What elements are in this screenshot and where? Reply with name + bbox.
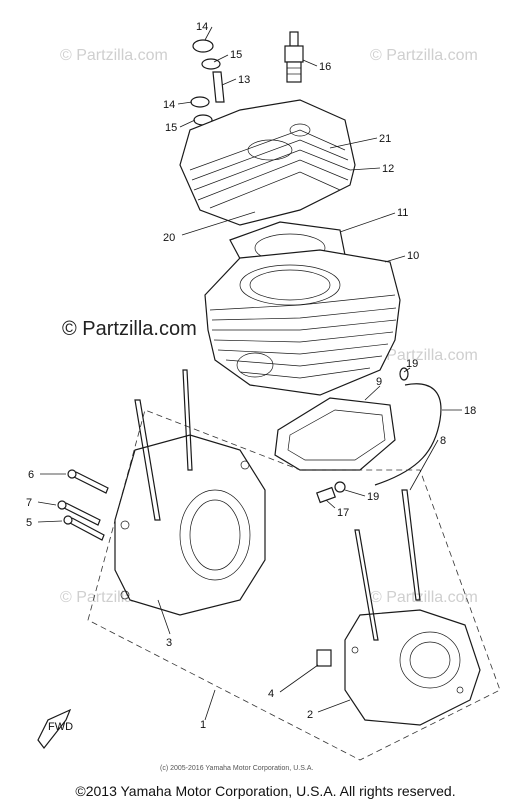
callout-6: 6 [28,469,34,481]
forward-arrow-icon: FWD [37,708,73,749]
callout-12: 12 [382,163,394,175]
callout-14: 14 [163,99,175,111]
callout-10: 10 [407,250,419,262]
nut-washer-upper-part [192,39,225,103]
fitting-part [316,481,346,504]
image-copyright: (c) 2005-2016 Yamaha Motor Corporation, … [160,765,313,772]
watermark-faint: © Partzilla.com [370,347,478,364]
callout-15: 15 [230,49,242,61]
cylinder-part [204,249,401,396]
watermark-faint: © Partzilla.com [370,47,478,64]
stud-bolts-right-part [354,489,421,641]
collar-part [316,649,332,667]
callout-2: 2 [307,709,313,721]
cylinder-head-part [179,99,356,226]
callout-3: 3 [166,637,172,649]
watermark-faint: © Partzilla.com [60,47,168,64]
stud-bolts-left-part [134,369,193,521]
watermark-faint: © Partzilla.com [370,589,478,606]
callout-21: 21 [379,133,391,145]
callout-14: 14 [196,21,208,33]
leader-lines [37,26,462,721]
spark-plug-part [284,31,304,83]
callout-1: 1 [200,719,206,731]
footer-copyright: ©2013 Yamaha Motor Corporation, U.S.A. A… [75,783,456,799]
bolt-6-part [67,469,109,494]
callout-15: 15 [165,122,177,134]
callout-17: 17 [337,507,349,519]
callout-9: 9 [376,376,382,388]
right-cylinder-body-part [344,609,481,726]
fwd-label: FWD [48,721,73,733]
callout-11: 11 [397,207,408,219]
callout-7: 7 [26,497,32,509]
callout-18: 18 [464,405,476,417]
callout-5: 5 [26,517,32,529]
callout-8: 8 [440,435,446,447]
hose-part [374,383,442,486]
callout-19: 19 [367,491,379,503]
callout-16: 16 [319,61,331,73]
left-cylinder-body-part [114,434,266,616]
callout-19: 19 [406,358,418,370]
bolt-7-part [57,500,101,526]
watermark-main: © Partzilla.com [62,318,197,340]
base-gasket-part [274,397,396,471]
assembly-outline [87,409,501,761]
callout-4: 4 [268,688,274,700]
callout-20: 20 [163,232,175,244]
callout-13: 13 [238,74,250,86]
bolt-5-part [63,515,105,541]
